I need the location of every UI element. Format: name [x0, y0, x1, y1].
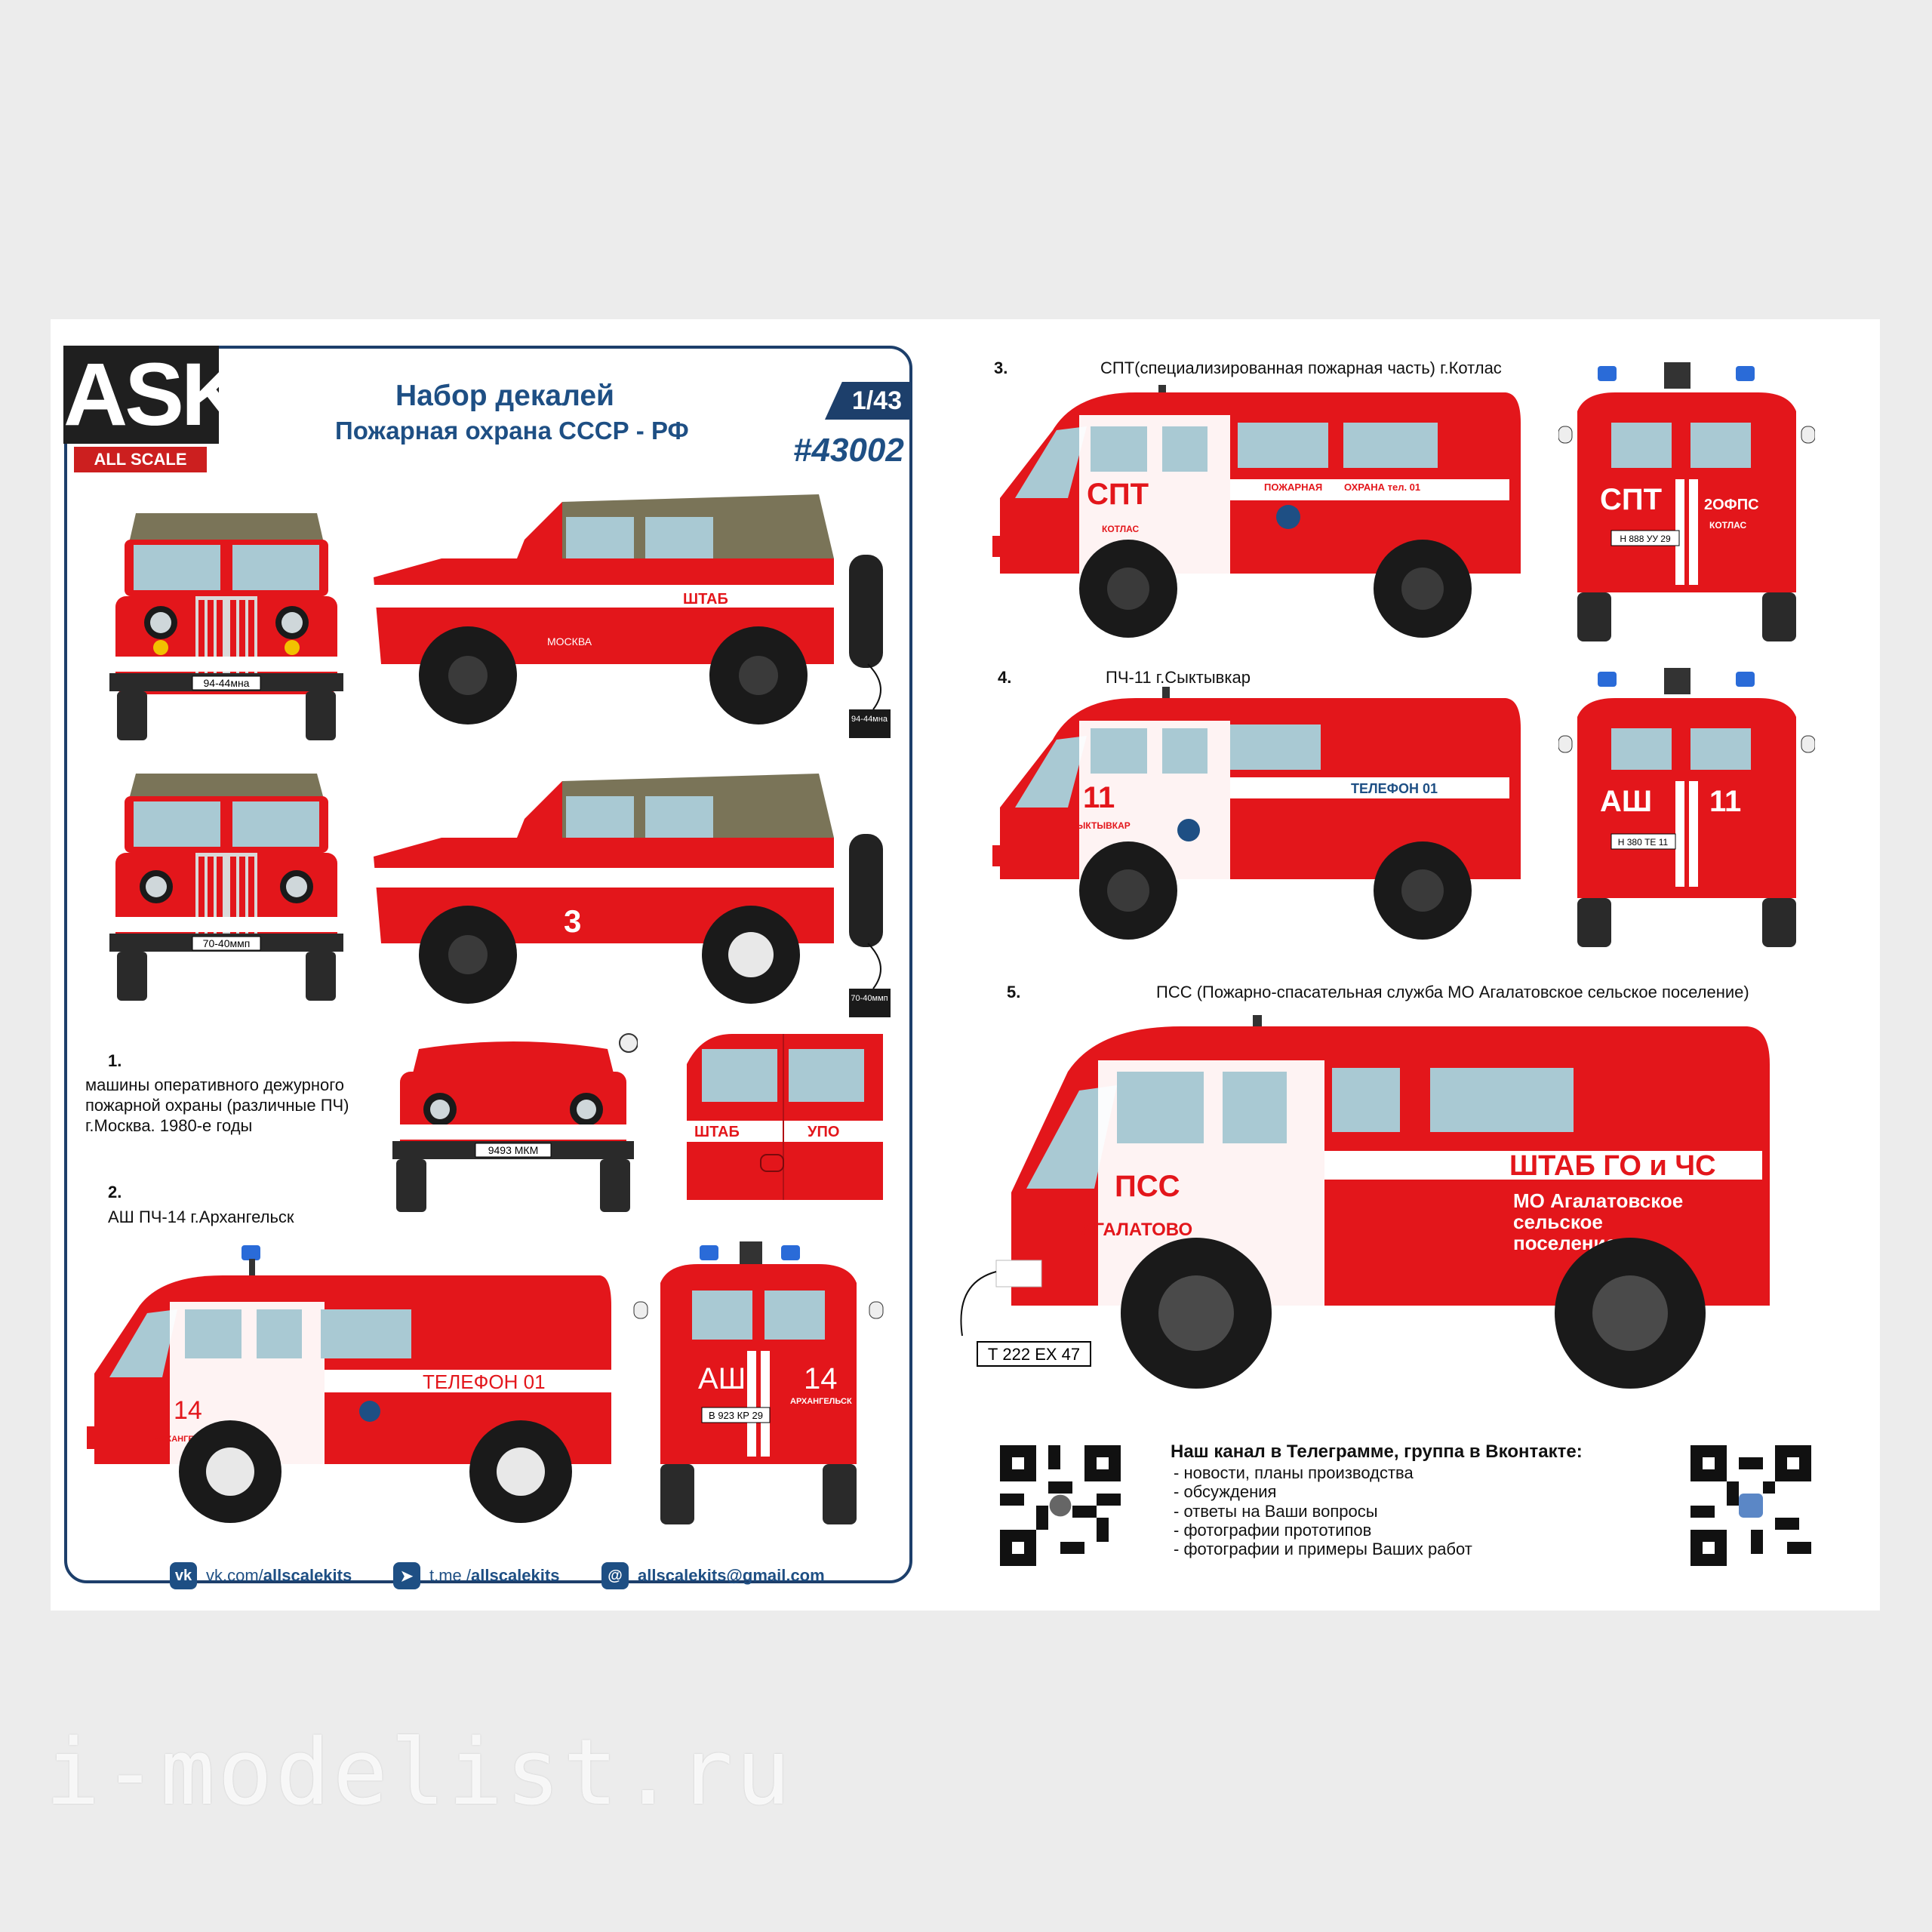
caption-5-number: 5. [1007, 983, 1021, 1001]
pss-text: ПСС [1115, 1170, 1180, 1203]
ask-logo: ASK ALL SCALE KITS [63, 345, 245, 494]
caption-4-number: 4. [998, 668, 1012, 687]
email-link[interactable]: @ allscalekits@gmail.com [601, 1562, 825, 1589]
caption-2-text: АШ ПЧ-14 г.Архангельск [108, 1208, 294, 1226]
rear-plate-kotlas: Н 888 УУ 29 [1620, 534, 1671, 544]
rear-plate-tag-2: 70-40ммп [851, 994, 888, 1003]
caption-1-line-1: машины оперативного дежурного [85, 1075, 345, 1094]
product-code: #43002 [793, 432, 904, 469]
kotlas-side: КОТЛАС [1102, 524, 1139, 534]
shtab-text-1: ШТАБ [683, 591, 728, 608]
info-item: - фотографии и примеры Ваших работ [1174, 1540, 1472, 1558]
bus-rear-view-kotlas: СПТ 2ОФПС КОТЛАС Н 888 УУ 29 [1558, 362, 1815, 641]
ash-text-rear-2: АШ [1600, 785, 1652, 818]
front-plate-1: 94-44мна [204, 677, 250, 689]
rear-plate-syktyvkar: Н 380 ТЕ 11 [1618, 837, 1669, 848]
caption-1-line-2: пожарной охраны (различные ПЧ) [85, 1096, 349, 1115]
caption-2-number: 2. [108, 1183, 122, 1201]
telegram-link-prefix: t.me / [429, 1566, 472, 1585]
bus-side-view-arkhangelsk: ТЕЛЕФОН 01 14 АРХАНГЕЛЬСК [87, 1245, 611, 1523]
logo-text: ASK [63, 345, 245, 445]
vk-link-handle: allscalekits [263, 1566, 352, 1585]
vk-icon: vk [170, 1562, 197, 1589]
front-plate-3: 9493 МКМ [488, 1144, 539, 1156]
pozharnaya-text: ПОЖАРНАЯ [1264, 481, 1322, 493]
uaz-front-view-2: 70-40ммп [109, 774, 343, 1001]
number-11-rear: 11 [1709, 785, 1741, 818]
rear-plate-tag-1: 94-44мна [851, 715, 888, 724]
agalatovo-text: АГАЛАТОВО [1081, 1220, 1192, 1240]
bus-side-view-kotlas: ПОЖАРНАЯ ОХРАНА тел. 01 СПТ КОТЛАС [992, 385, 1521, 638]
syktyvkar-side: СЫКТЫВКАР [1070, 820, 1131, 831]
ofps-text: 2ОФПС [1704, 497, 1759, 513]
caption-4-text: ПЧ-11 г.Сыктывкар [1106, 668, 1251, 687]
arkhangelsk-rear: АРХАНГЕЛЬСК [790, 1397, 852, 1406]
bus-rear-view-arkhangelsk: АШ 14 АРХАНГЕЛЬСК В 923 КР 29 [633, 1241, 884, 1524]
email-address: allscalekits@gmail.com [638, 1566, 825, 1585]
kotlas-rear: КОТЛАС [1709, 520, 1746, 531]
bus-rear-view-syktyvkar: АШ 11 Н 380 ТЕ 11 [1558, 668, 1815, 947]
shtab-go-text: ШТАБ ГО и ЧС [1509, 1150, 1716, 1182]
info-item: - новости, планы производства [1174, 1463, 1414, 1482]
vk-link-prefix: vk.com/ [206, 1566, 263, 1585]
uaz-side-view-1: ШТАБ МОСКВА 94-44мна [374, 494, 891, 738]
spt-text-side: СПТ [1087, 478, 1149, 511]
at-icon: @ [601, 1562, 629, 1589]
rear-plate-arkhangelsk: В 923 КР 29 [709, 1410, 763, 1421]
info-item: - фотографии прототипов [1174, 1521, 1372, 1540]
sheet-title: Набор декалей [395, 380, 615, 412]
mo-line-1: МО Агалатовское [1513, 1189, 1683, 1212]
left-panel-frame [64, 346, 912, 1583]
logo-subtitle: ALL SCALE KITS [74, 447, 207, 494]
rear-plate-agalatovo: Т 222 ЕХ 47 [988, 1345, 1080, 1364]
uaz-side-view-2: 3 70-40ммп [374, 774, 891, 1017]
bus-side-view-syktyvkar: ТЕЛЕФОН 01 11 СЫКТЫВКАР [992, 687, 1521, 940]
telegram-link[interactable]: ➤ t.me /allscalekits [393, 1562, 559, 1589]
ash-text-rear-1: АШ [698, 1362, 746, 1395]
telegram-qr-code[interactable] [1000, 1445, 1121, 1566]
caption-5-text: ПСС (Пожарно-спасательная служба МО Агал… [1156, 983, 1749, 1001]
upo-text: УПО [808, 1124, 839, 1140]
telefon-text-2: ТЕЛЕФОН 01 [1351, 781, 1438, 796]
number-14-side: 14 [174, 1396, 202, 1425]
number-14-rear: 14 [804, 1362, 838, 1395]
uaz-front-view-1: 94-44мна [109, 513, 343, 740]
mo-line-2: сельское [1513, 1211, 1603, 1233]
sheet-subtitle: Пожарная охрана СССР - РФ [335, 417, 689, 445]
info-item: - ответы на Ваши вопросы [1174, 1502, 1378, 1521]
telefon-text-1: ТЕЛЕФОН 01 [423, 1371, 546, 1393]
uaz-front-hood-view: 9493 МКМ [392, 1033, 638, 1212]
shtab-text-door: ШТАБ [694, 1124, 740, 1140]
number-11-side: 11 [1083, 781, 1115, 814]
caption-3-text: СПТ(специализированная пожарная часть) г… [1100, 358, 1502, 377]
door-panel-detail: ШТАБ УПО [687, 1034, 883, 1200]
okhrana-text: ОХРАНА тел. 01 [1344, 481, 1420, 493]
number-3-text: 3 [564, 903, 581, 939]
telegram-icon: ➤ [393, 1562, 420, 1589]
caption-3-number: 3. [994, 358, 1008, 377]
caption-1-number: 1. [108, 1051, 122, 1070]
watermark: i-modelist.ru [45, 1721, 794, 1826]
telegram-link-handle: allscalekits [471, 1566, 560, 1585]
info-item: - обсуждения [1174, 1482, 1277, 1501]
spt-text-rear: СПТ [1600, 483, 1662, 516]
front-plate-2: 70-40ммп [203, 937, 251, 949]
bus-side-view-agalatovo: ШТАБ ГО и ЧС МО Агалатовское сельское по… [960, 1015, 1770, 1389]
info-heading: Наш канал в Телеграмме, группа в Вконтак… [1171, 1441, 1583, 1462]
vk-qr-code[interactable] [1690, 1445, 1811, 1566]
moskva-text: МОСКВА [547, 635, 592, 648]
vk-link[interactable]: vk vk.com/allscalekits [170, 1562, 352, 1589]
caption-1-line-3: г.Москва. 1980-е годы [85, 1116, 253, 1135]
